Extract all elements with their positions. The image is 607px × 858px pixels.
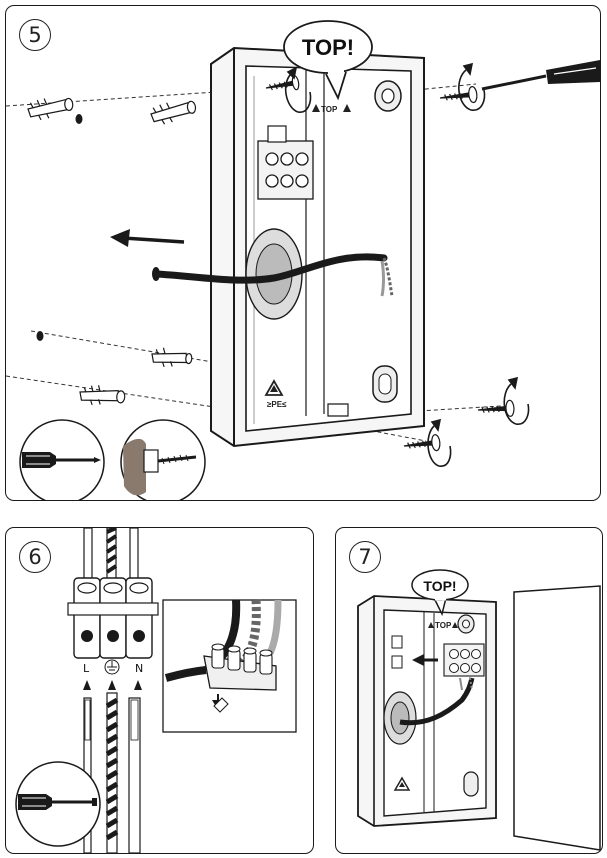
step-6-illustration: L N [15,528,297,853]
step-7-panel: 7 [335,527,603,854]
step-number: 6 [19,541,51,573]
svg-text:TOP: TOP [321,105,338,114]
top-callout: TOP! [411,569,469,617]
arrow-icon [110,229,185,247]
screwdriver-icon [481,60,600,91]
wall-plugs [27,97,197,406]
detail-drill-bit [120,419,206,500]
rotation-arrow-icon [284,62,530,467]
back-box [357,595,497,827]
svg-text:TOP!: TOP! [302,35,354,60]
step-number: 7 [349,541,381,573]
terminal-label-n: N [135,662,143,675]
recycle-icon [393,776,411,791]
step-6-panel: 6 L N [5,527,314,854]
arrow-icon [412,654,438,666]
back-box [210,46,425,448]
top-callout: TOP! [283,20,373,101]
drill-hole [36,331,44,341]
step-number: 5 [19,19,51,51]
terminal-block [443,643,485,677]
detail-screwdriver [15,761,101,847]
top-embossed-mark: TOP [428,621,458,630]
recycle-icon: ≥PE≤ [264,379,287,409]
mains-cable [399,677,475,726]
svg-text:≥PE≤: ≥PE≤ [267,400,287,409]
svg-text:TOP!: TOP! [423,578,456,594]
detail-screwdriver [19,419,105,500]
wall-surface [513,585,601,851]
svg-text:TOP: TOP [435,621,452,630]
earth-symbol-icon [104,659,120,675]
step-7-illustration: TOP TOP! [357,569,601,851]
step-5-panel: 5 [5,5,601,501]
terminal-wires-top [83,528,139,581]
detail-wiring-box [162,599,297,733]
terminal-block [67,577,159,659]
terminal-label-l: L [83,662,90,675]
drill-hole [75,114,83,124]
top-embossed-mark: TOP [312,104,351,114]
arrow-icon [83,680,142,690]
terminal-block [257,125,314,200]
mains-cable [152,253,394,297]
step-5-illustration: TOP TOP! ≥PE≤ [6,20,600,500]
